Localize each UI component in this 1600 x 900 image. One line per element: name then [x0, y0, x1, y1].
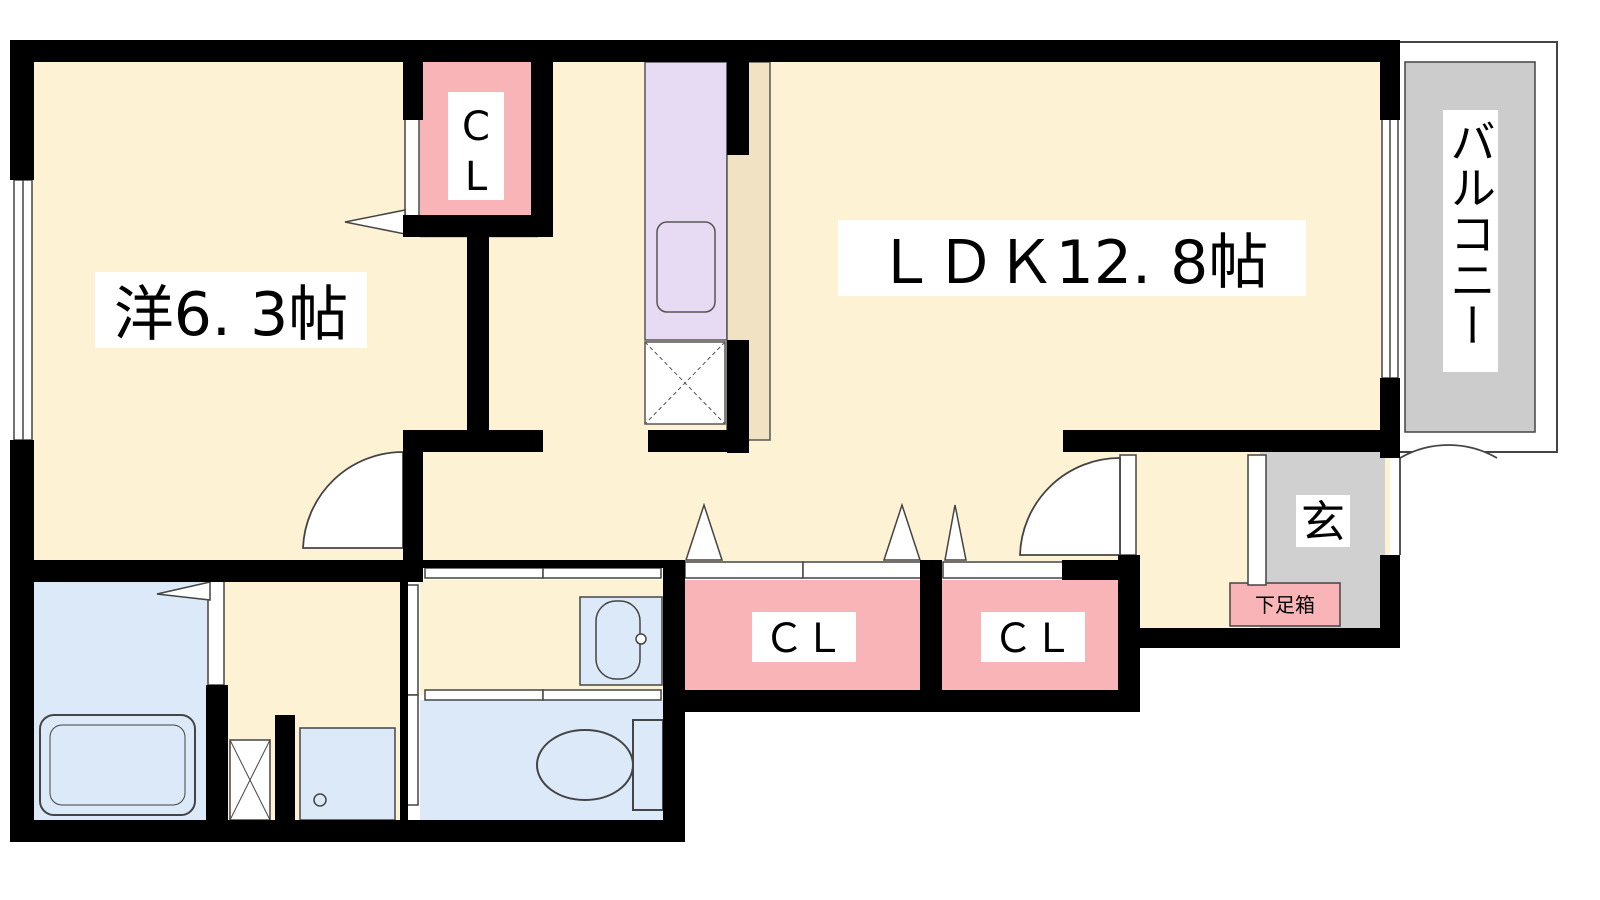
bathtub-inner: [49, 724, 186, 806]
washbasin: [579, 596, 663, 686]
shoe-box-label: 下足箱: [1255, 593, 1315, 617]
western-room-label: 洋6. 3帖: [114, 280, 349, 350]
balcony-label: バルコニー: [1443, 118, 1497, 348]
closet-bedroom-label-c: C: [462, 104, 490, 150]
sliding-doors: [207, 117, 1267, 806]
entrance-label: 玄: [1301, 497, 1345, 548]
laundry-pan: [299, 727, 396, 821]
kitchen-sink: [656, 221, 716, 313]
washing-machine-space: [229, 739, 271, 821]
closet-hall-1-label: ＣＬ: [764, 616, 844, 662]
walls: [10, 40, 1400, 842]
swing-doors: [302, 444, 1498, 556]
ldk-label: ＬＤＫ12. 8帖: [876, 228, 1269, 298]
shoe-box: [1229, 582, 1341, 627]
refrigerator-space: [644, 341, 726, 425]
door-indicators: [156, 209, 967, 601]
closet-bedroom-label-l: L: [465, 154, 488, 200]
labels: 洋6. 3帖 ＬＤＫ12. 8帖 C L ＣＬ ＣＬ 玄 下足箱 バルコニー: [95, 92, 1498, 662]
closet-hall-2-label: ＣＬ: [993, 616, 1073, 662]
